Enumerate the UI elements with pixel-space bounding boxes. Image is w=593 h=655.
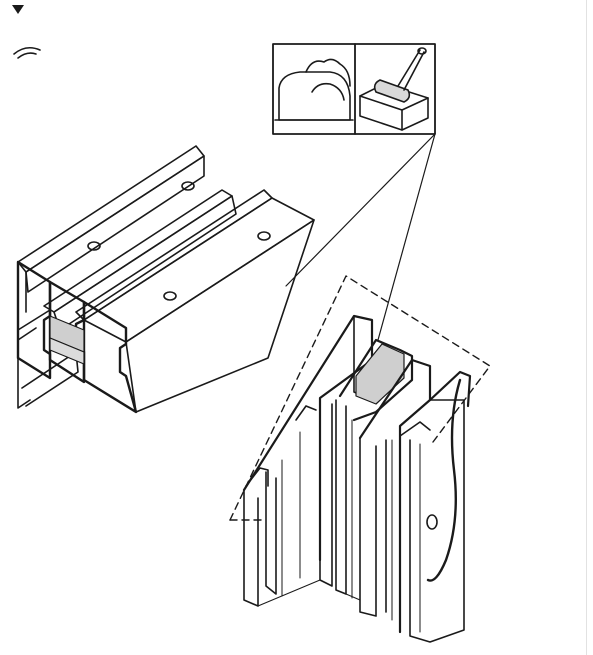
- roller-in-tray-panel: [359, 47, 429, 131]
- ring-fragment: [13, 46, 41, 55]
- callout-line-left: [285, 133, 436, 287]
- right-assembly: [229, 275, 491, 643]
- left-profile: [16, 145, 315, 414]
- caret-down-icon[interactable]: [9, 2, 27, 16]
- sealing-cord: [426, 378, 462, 582]
- hand-applying-sealant-panel: [274, 58, 354, 121]
- page-divider: [586, 0, 587, 655]
- inset-frame: [272, 43, 436, 135]
- ring-fragment-inner: [17, 52, 37, 59]
- sealant-block-right: [355, 343, 405, 405]
- callout-line-right: [377, 133, 436, 341]
- inset-panels: [272, 43, 436, 135]
- dashed-frame: [229, 275, 491, 521]
